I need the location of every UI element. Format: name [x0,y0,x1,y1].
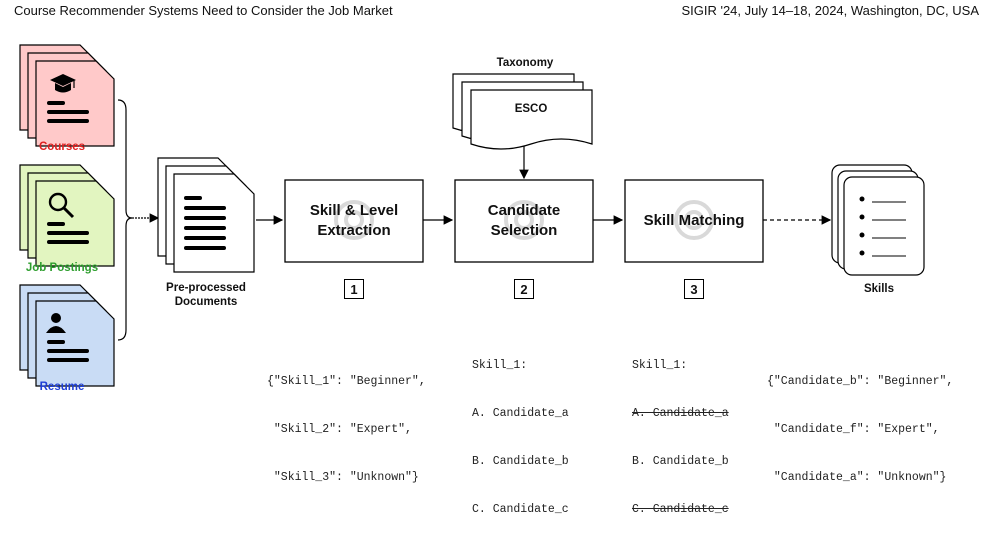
resume-document-stack [19,284,115,387]
taxonomy-document-stack [452,73,593,150]
step-3-number: 3 [684,279,704,299]
selection-example-title: Skill_1: [472,359,528,372]
preprocessed-label-line1: Pre-processed [166,282,246,294]
preprocessed-documents-stack [157,157,255,273]
courses-label: Courses [38,141,86,153]
matching-example-title: Skill_1: [632,359,688,372]
matching-result-line: "Candidate_a": "Unknown"} [767,471,947,484]
matching-example: Skill_1: A. Candidate_a B. Candidate_b C… [632,326,729,534]
selection-example: Skill_1: A. Candidate_a B. Candidate_b C… [472,326,569,534]
pipeline-diagram [19,44,925,387]
step-1-title-line2: Extraction [317,222,391,239]
step-1-title-line1: Skill & Level [309,202,399,219]
person-icon [46,313,66,333]
selection-candidate-a: A. Candidate_a [472,407,569,420]
resume-label: Resume [39,381,85,393]
selection-candidate-b: B. Candidate_b [472,455,569,468]
step-2-number: 2 [514,279,534,299]
skills-label: Skills [863,283,895,295]
matching-result-line: "Candidate_f": "Expert", [767,423,940,436]
graduation-cap-icon [50,74,76,93]
extraction-example-line: {"Skill_1": "Beginner", [267,375,426,388]
courses-document-stack [19,44,115,147]
matching-candidate-c-struck: C. Candidate_c [632,503,729,516]
header-title: Course Recommender Systems Need to Consi… [14,3,393,18]
step-1-box [284,179,424,263]
taxonomy-name: ESCO [514,103,548,115]
step-1-number: 1 [344,279,364,299]
step-2-box [454,179,594,263]
extraction-example: {"Skill_1": "Beginner", "Skill_2": "Expe… [267,342,426,502]
matching-result-example: {"Candidate_b": "Beginner", "Candidate_f… [767,342,953,502]
selection-candidate-c: C. Candidate_c [472,503,569,516]
input-brace [117,99,133,341]
header-venue: SIGIR '24, July 14–18, 2024, Washington,… [681,3,979,18]
job-postings-label: Job Postings [25,262,99,274]
step-3-title: Skill Matching [643,212,745,229]
step-3-box [624,179,764,263]
llm-logo-icon [504,200,544,240]
extraction-example-line: "Skill_2": "Expert", [267,423,412,436]
preprocessed-label-line2: Documents [174,296,238,308]
matching-candidate-b: B. Candidate_b [632,455,729,468]
taxonomy-title: Taxonomy [496,57,554,69]
llm-logo-icon [334,200,374,240]
extraction-example-line: "Skill_3": "Unknown"} [267,471,419,484]
step-2-title-line2: Selection [490,222,558,239]
matching-candidate-a-struck: A. Candidate_a [632,407,729,420]
magnifier-icon [48,192,75,219]
llm-logo-icon [674,200,714,240]
matching-result-line: {"Candidate_b": "Beginner", [767,375,954,388]
job-postings-document-stack [19,164,115,267]
skills-output-stack [831,164,925,276]
step-2-title-line1: Candidate [487,202,561,219]
